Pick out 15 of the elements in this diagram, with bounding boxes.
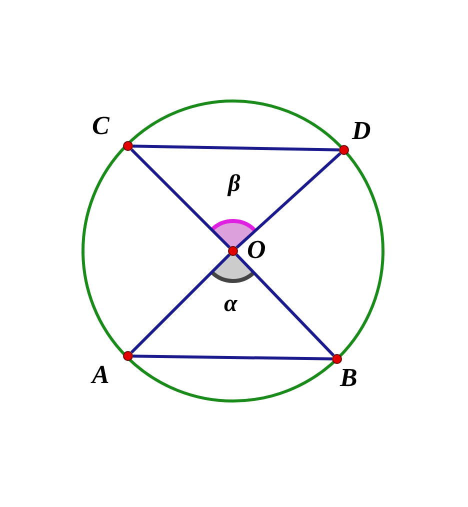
point-label: C bbox=[92, 113, 110, 139]
line-segment bbox=[130, 148, 231, 249]
point-label: O bbox=[247, 237, 266, 263]
angle-label: β bbox=[228, 172, 240, 196]
line-segment bbox=[132, 144, 340, 152]
line-segment bbox=[132, 354, 332, 360]
point-label: B bbox=[340, 365, 358, 391]
point-dot bbox=[123, 351, 133, 361]
point-dot bbox=[123, 141, 133, 151]
line-segment bbox=[235, 254, 335, 356]
point-label: D bbox=[352, 118, 371, 144]
angle-label: α bbox=[224, 292, 238, 316]
line-segment bbox=[236, 152, 342, 249]
line-segment bbox=[130, 253, 231, 354]
point-label: A bbox=[92, 362, 110, 388]
